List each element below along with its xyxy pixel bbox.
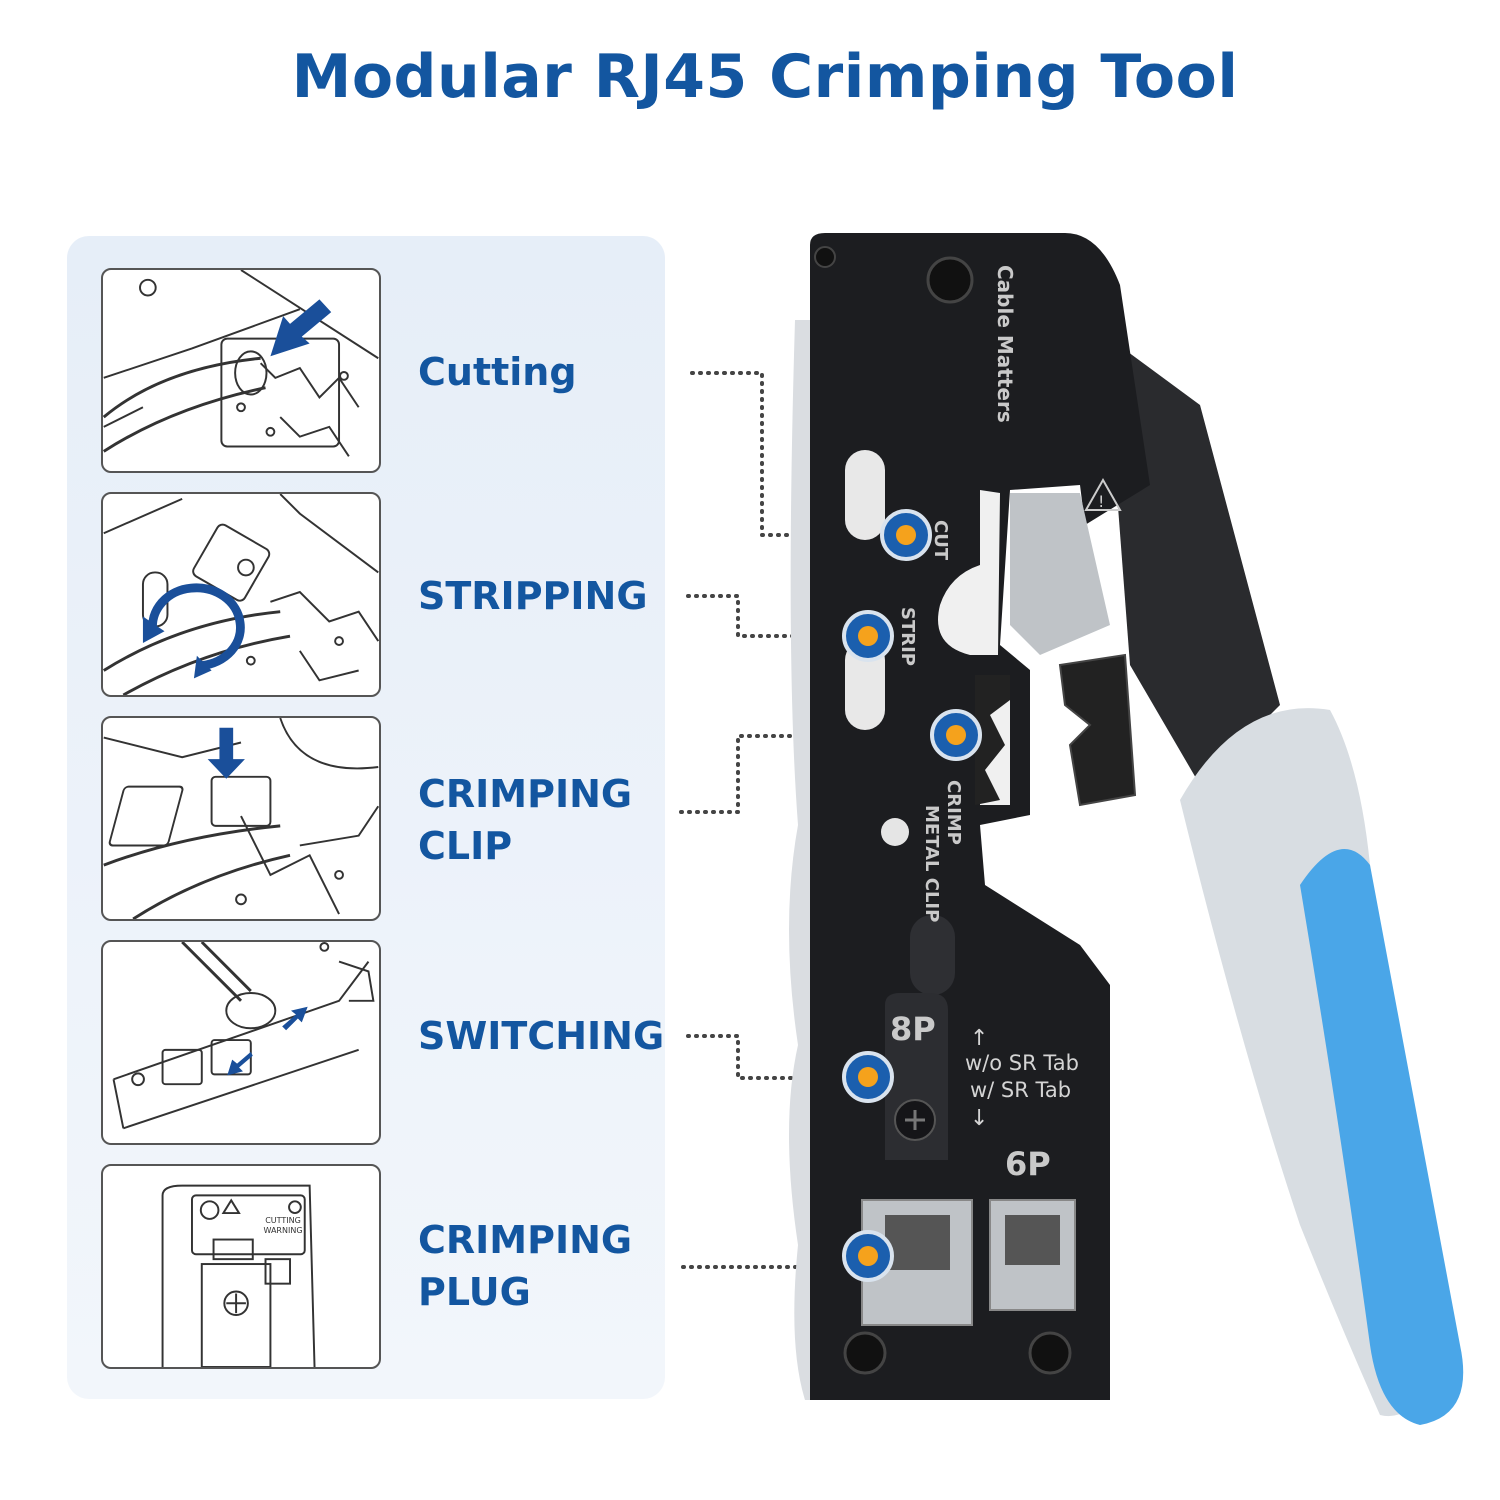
marker-switching (842, 1051, 894, 1103)
strip-text: STRIP (897, 607, 918, 666)
without-tab-text: w/o SR Tab (965, 1051, 1079, 1075)
page-title: Modular RJ45 Crimping Tool (291, 42, 1239, 112)
with-tab-text: w/ SR Tab (970, 1078, 1071, 1102)
marker-strip (842, 610, 894, 662)
marker-crimp-plug (842, 1230, 894, 1282)
cutting-illustration (101, 268, 381, 473)
cut-arrow-icon (270, 299, 332, 357)
press-down-arrow-icon (207, 727, 245, 779)
cut-text: CUT (930, 520, 951, 561)
step-label-crimping-clip: CRIMPING CLIP (418, 768, 632, 872)
step-label-line: STRIPPING (418, 574, 648, 618)
step-label-line: PLUG (418, 1270, 531, 1314)
up-arrow-icon: ↑ (970, 1026, 988, 1051)
crimp-text: CRIMP (943, 780, 964, 845)
step-label-cutting: Cutting (418, 346, 577, 398)
step-label-line: CRIMPING (418, 772, 633, 816)
stripping-illustration (101, 492, 381, 697)
crimping-plug-illustration: CUTTING WARNING (101, 1164, 381, 1369)
size-8p-text: 8P (890, 1010, 936, 1048)
down-arrow-icon: ↓ (970, 1106, 988, 1131)
rotate-arrow-icon (142, 583, 246, 679)
marker-crimp-clip (930, 709, 982, 761)
cutting-warning-text: CUTTING WARNING (253, 1216, 313, 1236)
handle-blue (1300, 849, 1464, 1425)
step-label-line: CRIMPING (418, 1218, 633, 1262)
brand-text: Cable Matters (993, 265, 1017, 423)
step-label-stripping: STRIPPING (418, 570, 648, 622)
switching-illustration (101, 940, 381, 1145)
size-6p-text: 6P (1005, 1145, 1051, 1183)
step-label-switching: SWITCHING (418, 1010, 664, 1062)
tool-lever (1105, 335, 1280, 785)
step-label-line: SWITCHING (418, 1014, 665, 1058)
warning-icon: ! (1098, 492, 1104, 511)
crimping-clip-illustration (101, 716, 381, 921)
slide-arrows-icon (227, 1006, 308, 1076)
crimping-tool-image: ! Cable Matters CUT STRIP CRIMP METAL CL… (680, 225, 1500, 1500)
warning-line: WARNING (263, 1226, 303, 1235)
step-label-crimping-plug: CRIMPING PLUG (418, 1214, 632, 1318)
marker-cut (880, 509, 932, 561)
step-label-line: Cutting (418, 350, 577, 394)
step-label-line: CLIP (418, 824, 513, 868)
metal-clip-text: METAL CLIP (921, 805, 942, 922)
warning-line: CUTTING (265, 1216, 301, 1225)
